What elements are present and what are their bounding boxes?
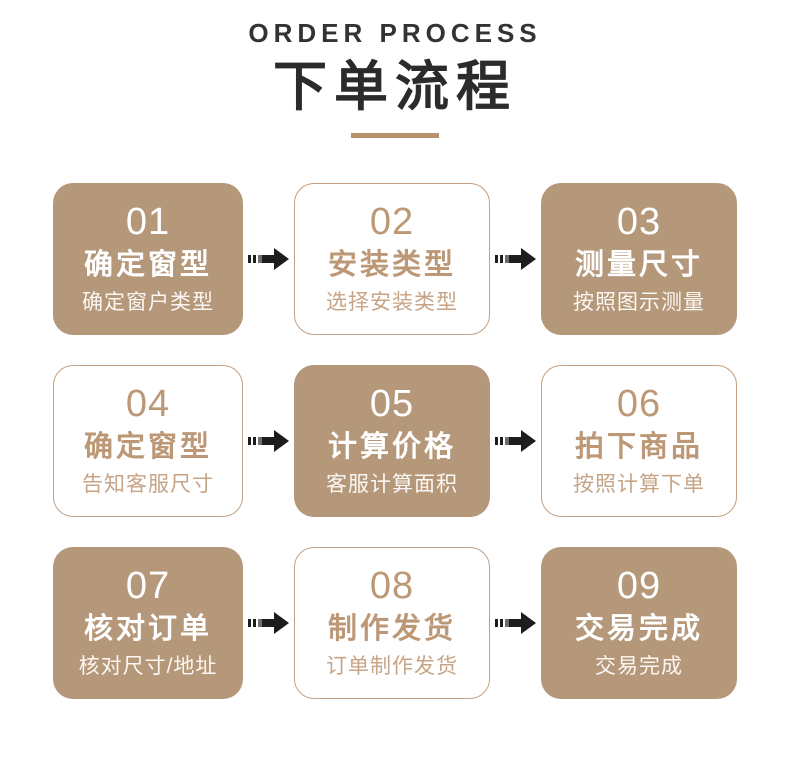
step-number: 03 — [616, 201, 662, 244]
step-number: 08 — [369, 565, 415, 608]
title-divider — [351, 132, 439, 138]
step-title: 安装类型 — [327, 249, 456, 282]
steps-row-1: 01 确定窗型 确定窗户类型 02 安装类型 选择安装类型 — [53, 182, 737, 335]
step-number: 09 — [616, 565, 662, 608]
step-description: 核对尺寸/地址 — [78, 655, 218, 679]
step-card-05: 05 计算价格 客服计算面积 — [294, 364, 490, 517]
arrow-step1-step2 — [243, 246, 294, 272]
steps-grid: 01 确定窗型 确定窗户类型 02 安装类型 选择安装类型 — [53, 182, 737, 699]
step-card-04: 04 确定窗型 告知客服尺寸 — [53, 364, 243, 517]
step-card-08: 08 制作发货 订单制作发货 — [294, 546, 490, 699]
step-description: 选择安装类型 — [326, 291, 458, 315]
step-title: 核对订单 — [83, 613, 212, 646]
step-title: 拍下商品 — [574, 431, 703, 464]
step-description: 订单制作发货 — [326, 655, 458, 679]
steps-row-3: 07 核对订单 核对尺寸/地址 08 制作发货 订单制作发货 — [53, 546, 737, 699]
step-description: 确定窗户类型 — [82, 291, 214, 315]
right-arrow-icon — [494, 247, 536, 270]
step-card-02: 02 安装类型 选择安装类型 — [294, 182, 490, 335]
step-number: 01 — [125, 201, 171, 244]
step-description: 交易完成 — [595, 655, 683, 679]
step-description: 按照图示测量 — [573, 291, 705, 315]
step-title: 测量尺寸 — [574, 249, 703, 282]
step-card-07: 07 核对订单 核对尺寸/地址 — [53, 546, 243, 699]
right-arrow-icon — [247, 611, 289, 634]
step-number: 06 — [616, 383, 662, 426]
step-description: 告知客服尺寸 — [82, 473, 214, 497]
step-card-03: 03 测量尺寸 按照图示测量 — [541, 182, 737, 335]
step-description: 按照计算下单 — [573, 473, 705, 497]
right-arrow-icon — [494, 429, 536, 452]
step-title: 交易完成 — [574, 613, 703, 646]
step-card-01: 01 确定窗型 确定窗户类型 — [53, 182, 243, 335]
right-arrow-icon — [247, 429, 289, 452]
arrow-step8-step9 — [490, 610, 541, 636]
step-card-09: 09 交易完成 交易完成 — [541, 546, 737, 699]
step-title: 制作发货 — [327, 613, 456, 646]
page-title: 下单流程 — [273, 57, 517, 117]
right-arrow-icon — [494, 611, 536, 634]
header: ORDER PROCESS 下单流程 — [0, 0, 790, 138]
step-description: 客服计算面积 — [326, 473, 458, 497]
arrow-step2-step3 — [490, 246, 541, 272]
right-arrow-icon — [247, 247, 289, 270]
arrow-step4-step5 — [243, 428, 294, 454]
step-number: 05 — [369, 383, 415, 426]
step-number: 07 — [125, 565, 171, 608]
step-title: 确定窗型 — [83, 249, 212, 282]
arrow-step5-step6 — [490, 428, 541, 454]
step-card-06: 06 拍下商品 按照计算下单 — [541, 364, 737, 517]
step-title: 确定窗型 — [83, 431, 212, 464]
arrow-step7-step8 — [243, 610, 294, 636]
steps-row-2: 04 确定窗型 告知客服尺寸 05 计算价格 客服计算面积 — [53, 364, 737, 517]
step-title: 计算价格 — [327, 431, 456, 464]
header-subtitle-en: ORDER PROCESS — [248, 18, 542, 48]
step-number: 04 — [125, 383, 171, 426]
step-number: 02 — [369, 201, 415, 244]
